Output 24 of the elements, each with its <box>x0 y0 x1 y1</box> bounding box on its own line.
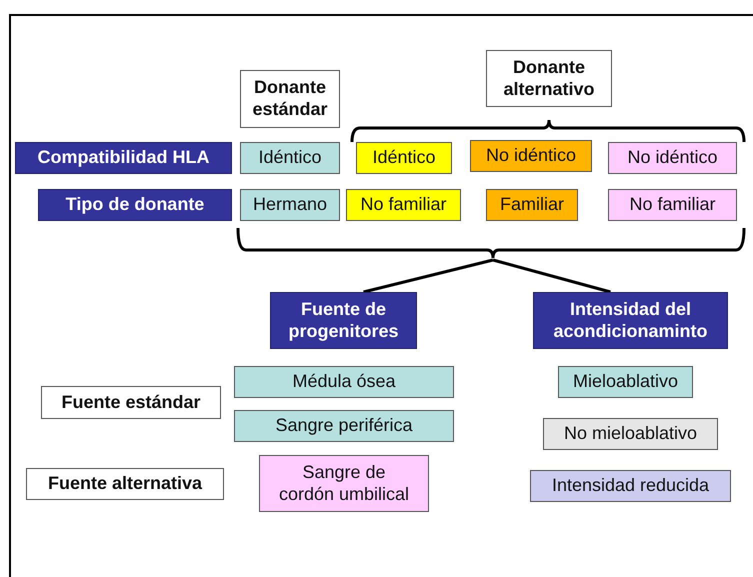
option-label: Mieloablativo <box>558 366 693 398</box>
option-label: Intensidad reducida <box>530 470 731 502</box>
category-label: No familiar <box>346 189 461 221</box>
heading-label: Donante estándar <box>240 70 340 128</box>
option-label: Sangre de cordón umbilical <box>259 455 429 512</box>
row-header: Fuente alternativa <box>26 468 224 500</box>
row-header: Fuente estándar <box>41 386 221 419</box>
category-label: Idéntico <box>356 142 452 174</box>
row-header: Compatibilidad HLA <box>15 142 232 174</box>
option-label: Sangre periférica <box>234 410 454 442</box>
category-label: No idéntico <box>470 140 592 172</box>
connector-line <box>492 258 611 294</box>
option-label: No mieloablativo <box>543 418 718 450</box>
connector-line <box>363 258 494 294</box>
category-label: No idéntico <box>608 142 737 174</box>
row-header: Tipo de donante <box>38 189 232 221</box>
category-label: Idéntico <box>240 142 340 174</box>
heading-label: Donante alternativo <box>486 50 612 107</box>
category-header: Intensidad del acondicionaminto <box>533 292 728 349</box>
category-label: No familiar <box>608 189 737 221</box>
category-header: Fuente de progenitores <box>270 292 417 349</box>
option-label: Médula ósea <box>234 366 454 398</box>
category-label: Hermano <box>240 189 340 221</box>
category-label: Familiar <box>486 189 578 221</box>
